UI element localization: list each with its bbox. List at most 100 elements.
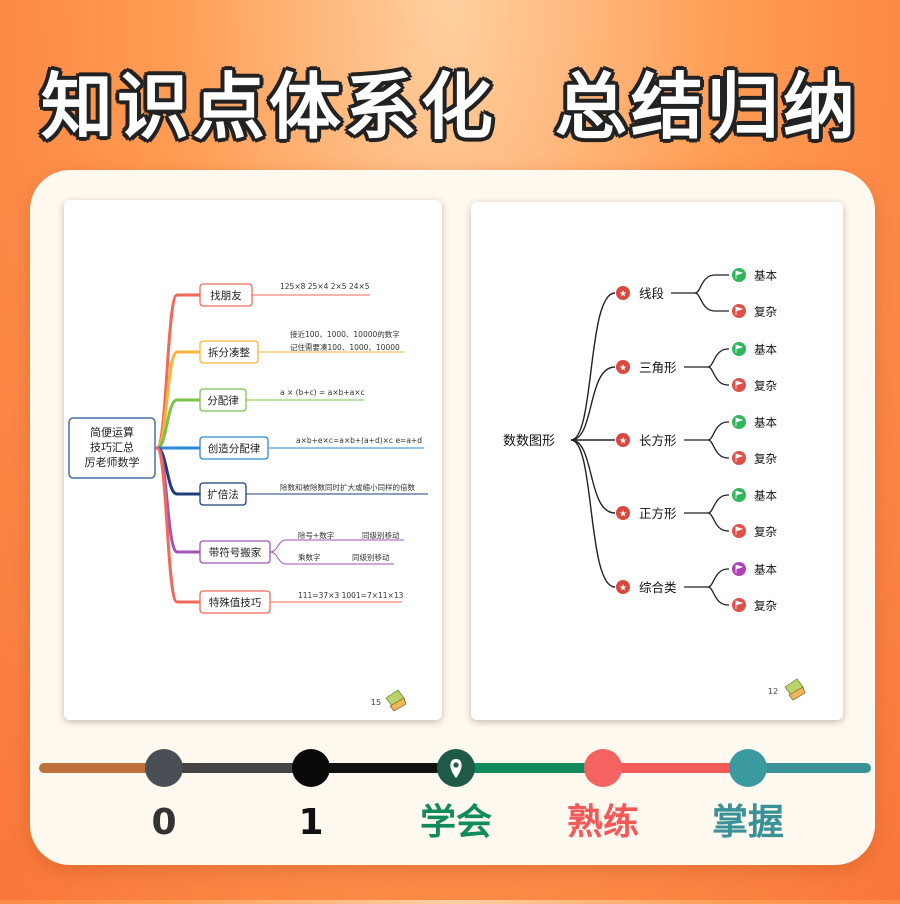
branch-note: a × (b+c) = a×b+a×c bbox=[280, 388, 365, 397]
svg-text:★: ★ bbox=[619, 364, 627, 374]
leaf-connector bbox=[707, 439, 729, 459]
branch-note: 除号+数字 bbox=[298, 530, 334, 540]
flag-badge-icon bbox=[732, 342, 746, 356]
leaf-label: 复杂 bbox=[754, 452, 777, 466]
mind-map-page-left: 找朋友 125×8 25×4 2×5 24×5 拆分凑整 接近100、1000、100… bbox=[64, 200, 442, 720]
leaf-connector bbox=[707, 512, 729, 532]
leaf-connector bbox=[694, 274, 729, 294]
leaf-label: 复杂 bbox=[754, 599, 777, 613]
branch-note: 接近100、1000、10000的数字 bbox=[290, 329, 400, 339]
branch-label: 分配律 bbox=[207, 394, 239, 407]
branch-label: 拆分凑整 bbox=[208, 346, 250, 359]
leaf-label: 基本 bbox=[754, 269, 777, 283]
flag-badge-icon bbox=[732, 268, 746, 282]
branch-note: a×b+e×c=a×b+(a+d)×c e=a+d bbox=[296, 436, 422, 445]
svg-text:★: ★ bbox=[619, 584, 627, 594]
leaf-label: 基本 bbox=[754, 416, 777, 430]
leaf-label: 基本 bbox=[754, 563, 777, 577]
branch-7: 特殊值技巧 111=37×3 1001=7×11×13 bbox=[155, 446, 404, 614]
branch-note: 111=37×3 1001=7×11×13 bbox=[298, 591, 404, 600]
leaf-connector bbox=[707, 348, 729, 368]
leaf-label: 基本 bbox=[754, 343, 777, 357]
note-underline bbox=[269, 539, 404, 553]
branch-label: 带符号搬家 bbox=[209, 546, 262, 559]
branch-connector bbox=[570, 439, 616, 588]
branch-label: 综合类 bbox=[639, 580, 677, 595]
branch-connector bbox=[155, 398, 202, 450]
flag-badge-icon bbox=[732, 488, 746, 502]
branch-connector bbox=[155, 446, 202, 554]
branch-label: 三角形 bbox=[639, 360, 677, 375]
branch-2: 拆分凑整 接近100、1000、10000的数字记住需要凑100、1000、100… bbox=[155, 329, 404, 450]
flag-badge-icon bbox=[732, 378, 746, 392]
leaf-connector bbox=[694, 292, 729, 312]
branch-label: 扩倍法 bbox=[207, 488, 239, 501]
branch-label: 创造分配律 bbox=[208, 442, 261, 455]
flag-badge-icon bbox=[732, 598, 746, 612]
central-topic-line: 简便运算 bbox=[90, 425, 134, 439]
content-card: 找朋友 125×8 25×4 2×5 24×5 拆分凑整 接近100、1000、100… bbox=[30, 170, 875, 865]
svg-text:★: ★ bbox=[619, 437, 627, 447]
branch-label: 特殊值技巧 bbox=[209, 596, 262, 609]
svg-text:★: ★ bbox=[619, 290, 627, 300]
branch-connector bbox=[155, 446, 202, 496]
branch-note: 乘数字 bbox=[298, 552, 321, 562]
leaf-connector bbox=[707, 586, 729, 606]
star-badge-icon: ★ bbox=[616, 506, 630, 520]
page-number: 15 bbox=[371, 698, 381, 707]
branch-label: 线段 bbox=[639, 286, 664, 301]
star-badge-icon: ★ bbox=[616, 286, 630, 300]
star-badge-icon: ★ bbox=[616, 360, 630, 374]
branch-4: 创造分配律 a×b+e×c=a×b+(a+d)×c e=a+d bbox=[155, 436, 424, 460]
leaf-label: 复杂 bbox=[754, 525, 777, 539]
central-topic-box bbox=[68, 417, 156, 479]
leaf-connector bbox=[707, 568, 729, 588]
mind-map-simplified-calculation: 找朋友 125×8 25×4 2×5 24×5 拆分凑整 接近100、1000、100… bbox=[68, 282, 428, 712]
leaf-label: 复杂 bbox=[754, 379, 777, 393]
svg-text:★: ★ bbox=[619, 510, 627, 520]
branch-connector bbox=[155, 446, 202, 604]
book-doodle-icon bbox=[784, 678, 806, 701]
branch-connector bbox=[570, 366, 616, 441]
branch-6: 带符号搬家除号+数字同级别移动乘数字同级别移动 bbox=[155, 446, 404, 565]
mind-map-page-right: 数数图形★线段基本复杂★三角形基本复杂★长方形基本复杂★正方形基本复杂★综合类基… bbox=[471, 202, 843, 720]
branch-connector bbox=[570, 439, 616, 514]
branch-label: 长方形 bbox=[639, 433, 677, 448]
branch-connector bbox=[155, 350, 202, 450]
leaf-connector bbox=[707, 494, 729, 514]
flag-badge-icon bbox=[732, 524, 746, 538]
branch-note: 记住需要凑100、1000、10000 bbox=[290, 342, 400, 352]
branch-note: 125×8 25×4 2×5 24×5 bbox=[280, 282, 370, 291]
leaf-label: 基本 bbox=[754, 489, 777, 503]
flag-badge-icon bbox=[732, 415, 746, 429]
leaf-connector bbox=[707, 366, 729, 386]
note-underline bbox=[269, 551, 394, 565]
headline: 知识点体系化 总结归纳 bbox=[40, 65, 860, 149]
branch-label: 正方形 bbox=[639, 506, 677, 521]
root-topic: 数数图形 bbox=[503, 434, 555, 449]
star-badge-icon: ★ bbox=[616, 433, 630, 447]
leaf-connector bbox=[707, 421, 729, 441]
branch-note: 同级别移动 bbox=[352, 552, 390, 562]
branch-connector bbox=[570, 292, 616, 441]
branch-note: 同级别移动 bbox=[362, 530, 400, 540]
branch-1: 找朋友 125×8 25×4 2×5 24×5 bbox=[155, 282, 370, 450]
flag-badge-icon bbox=[732, 562, 746, 576]
central-topic-line: 厉老师数学 bbox=[85, 455, 140, 469]
central-topic-line: 技巧汇总 bbox=[90, 440, 134, 454]
leaf-label: 复杂 bbox=[754, 305, 777, 319]
branch-label: 找朋友 bbox=[210, 289, 242, 302]
page-number: 12 bbox=[768, 687, 778, 696]
branch-3: 分配律 a × (b+c) = a×b+a×c bbox=[155, 388, 365, 450]
flag-badge-icon bbox=[732, 451, 746, 465]
star-badge-icon: ★ bbox=[616, 580, 630, 594]
book-doodle-icon bbox=[385, 689, 407, 712]
flag-badge-icon bbox=[732, 304, 746, 318]
